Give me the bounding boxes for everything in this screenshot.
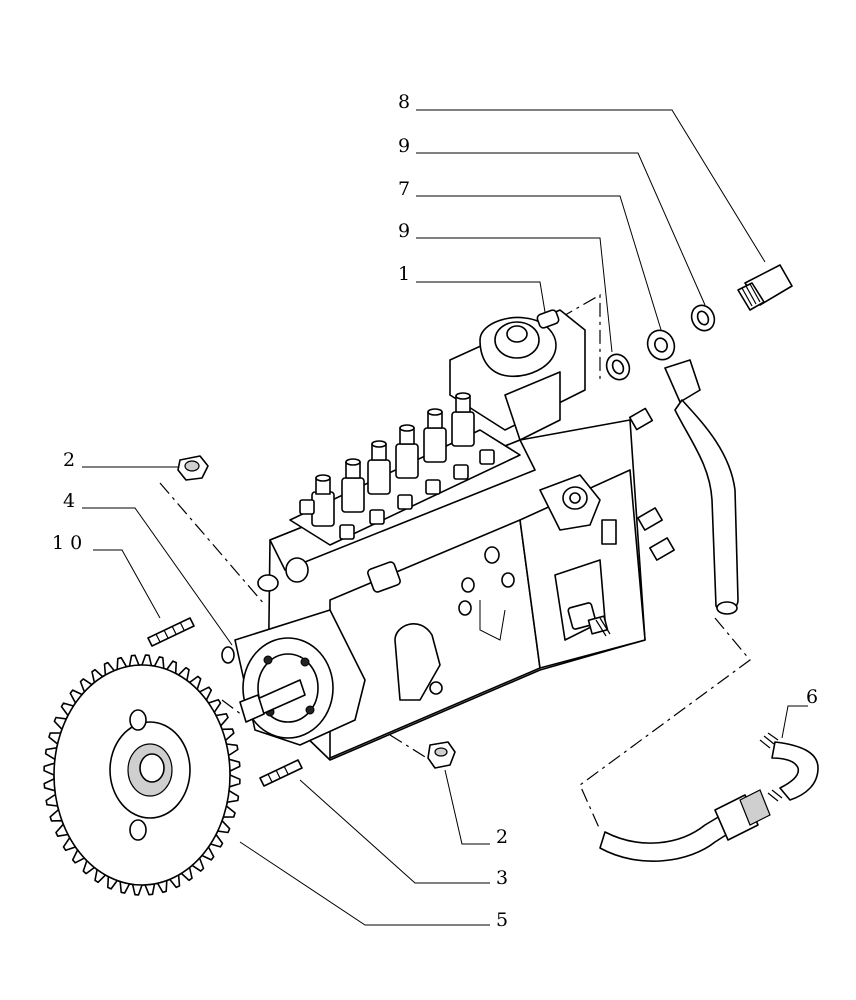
delivery-valve-holders (311, 392, 475, 527)
banjo-bolt (737, 264, 793, 311)
sealing-washer-lower (605, 353, 631, 381)
injection-pump-body (234, 309, 675, 761)
callout-7: 7 (398, 178, 410, 200)
callout-10: 1 0 (52, 532, 82, 554)
fuel-return-pipe (646, 329, 739, 615)
callout-1: 1 (398, 263, 410, 285)
sealing-washer-upper (690, 304, 716, 332)
callout-9-lower: 9 (398, 220, 410, 242)
callout-3: 3 (496, 867, 508, 889)
callout-2-upper: 2 (63, 449, 75, 471)
flange-nut-lower (427, 741, 456, 769)
elbow-connector (759, 732, 819, 802)
callout-5: 5 (496, 909, 508, 931)
leader-lines (82, 109, 808, 926)
callout-4: 4 (63, 490, 75, 512)
return-hose (599, 789, 771, 862)
callout-8: 8 (398, 91, 410, 113)
stud-lower (259, 759, 303, 787)
assembly-lines (159, 293, 751, 831)
callout-2-lower: 2 (496, 826, 508, 848)
camshaft-hub (239, 637, 334, 739)
stud-upper (147, 617, 195, 647)
callout-9-upper: 9 (398, 135, 410, 157)
o-ring (221, 646, 235, 664)
callout-6: 6 (806, 686, 818, 708)
callout-labels: 8 9 7 9 1 2 4 1 0 6 2 3 5 (52, 91, 818, 931)
drive-gear (43, 654, 241, 896)
flange-nut-upper (177, 455, 209, 481)
